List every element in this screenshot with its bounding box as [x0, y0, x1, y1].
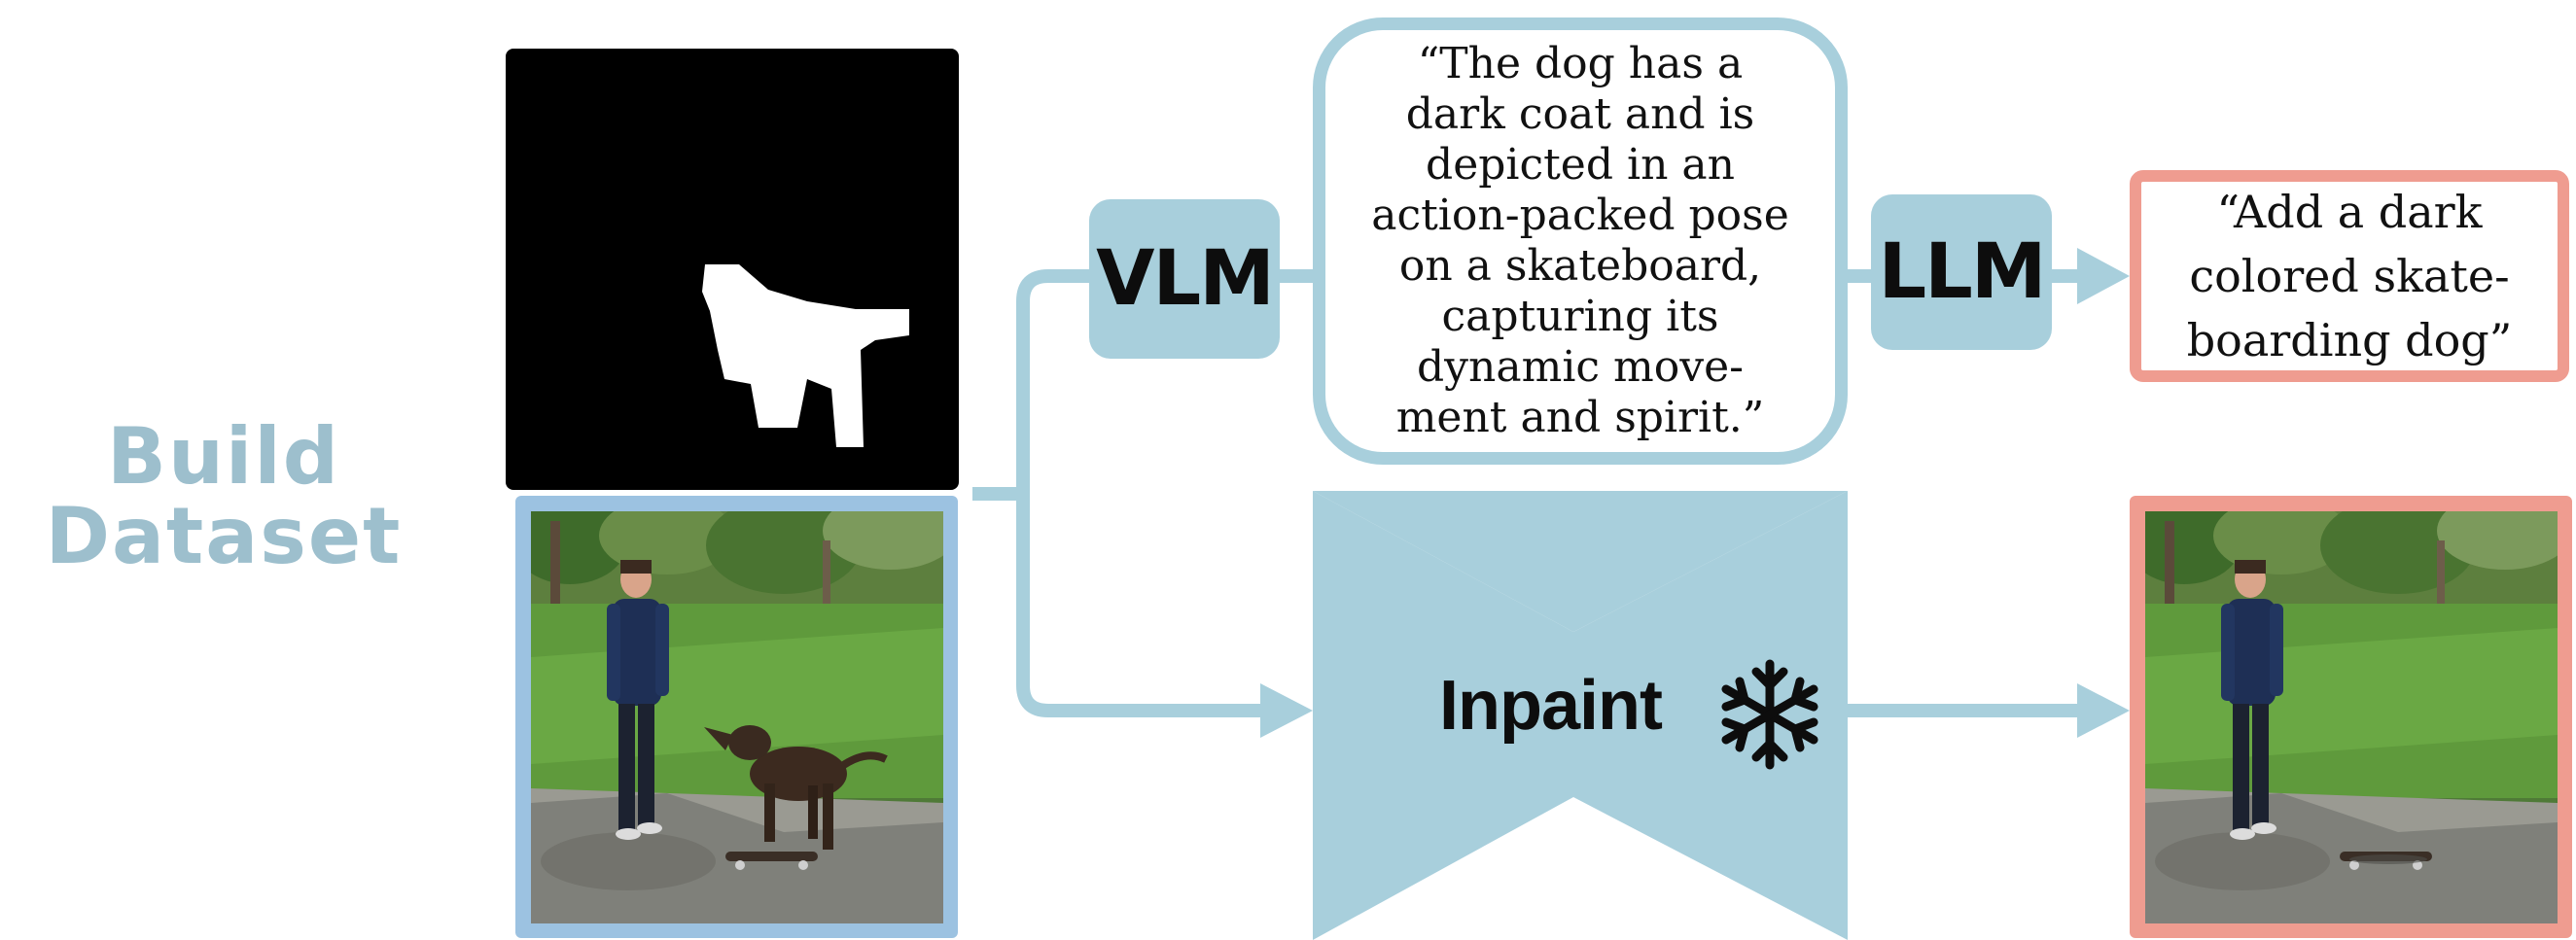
dog-figure	[704, 725, 888, 850]
llm-model-box: LLM	[1871, 194, 2052, 350]
arrow-to-inpaint	[1260, 683, 1313, 738]
caption-line: dynamic move-	[1417, 342, 1744, 392]
inpaint-label: Inpaint	[1439, 667, 1663, 745]
inpainted-output-photo	[2130, 496, 2572, 938]
caption-line: depicted in an	[1426, 140, 1735, 190]
caption-line: ment and spirit.”	[1395, 393, 1765, 442]
arrow-to-output	[2077, 683, 2130, 738]
prompt-line: colored skate-	[2189, 250, 2510, 302]
caption-line: capturing its	[1441, 292, 1719, 341]
caption-line: on a skateboard,	[1398, 241, 1762, 291]
caption-line: “The dog has a	[1417, 39, 1744, 88]
prompt-line: boarding dog”	[2186, 314, 2513, 366]
llm-prompt-box: “Add a dark colored skate- boarding dog”	[2130, 170, 2569, 382]
connector-lines	[972, 269, 2081, 717]
title-line-build: Build	[106, 411, 341, 502]
llm-prompt-text: “Add a dark colored skate- boarding dog”	[2187, 180, 2513, 372]
caption-line: dark coat and is	[1405, 89, 1755, 139]
caption-line: action-packed pose	[1371, 191, 1789, 240]
inpaint-model-shape	[1313, 491, 1848, 940]
arrow-to-prompt	[2077, 248, 2130, 304]
title-line-dataset: Dataset	[45, 491, 403, 581]
snowflake-icon	[1721, 659, 1818, 770]
vlm-model-box: VLM	[1089, 199, 1280, 359]
input-photo	[515, 496, 958, 938]
object-mask-image	[506, 49, 959, 490]
vlm-caption-box: “The dog has a dark coat and is depicted…	[1313, 17, 1848, 465]
prompt-line: “Add a dark	[2216, 186, 2483, 238]
vlm-caption-text: “The dog has a dark coat and is depicted…	[1361, 39, 1799, 443]
